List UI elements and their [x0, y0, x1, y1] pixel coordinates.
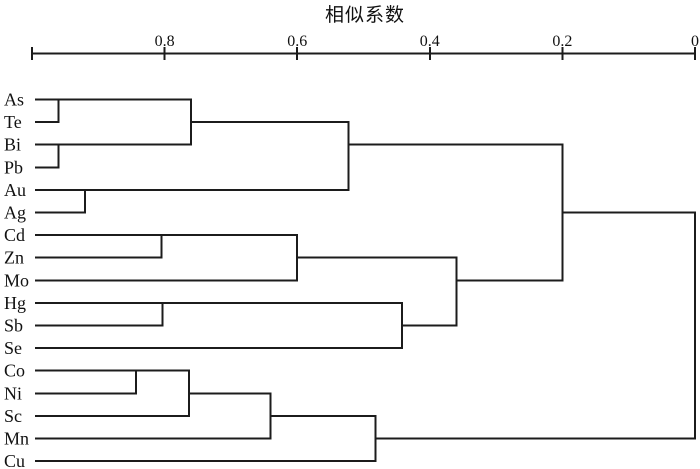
axis-tick-label-0: 0 [691, 33, 699, 50]
leaf-label-Te: Te [4, 112, 22, 132]
leaf-label-As: As [4, 90, 24, 110]
leaf-label-Se: Se [4, 338, 22, 358]
axis-tick-label-0.6: 0.6 [287, 33, 307, 50]
leaf-label-Bi: Bi [4, 135, 21, 155]
axis-tick-label-0.4: 0.4 [420, 33, 440, 50]
leaf-label-Mo: Mo [4, 270, 29, 290]
axis-title: 相似系数 [324, 5, 405, 26]
axis-tick-label-0.2: 0.2 [552, 33, 572, 50]
leaf-label-Cu: Cu [4, 451, 25, 469]
leaf-label-Cd: Cd [4, 225, 25, 245]
leaf-label-Sb: Sb [4, 316, 23, 336]
leaf-label-Ag: Ag [4, 203, 26, 223]
leaf-label-Hg: Hg [4, 293, 26, 313]
leaf-label-Ni: Ni [4, 383, 22, 403]
leaf-label-Au: Au [4, 180, 26, 200]
leaf-label-Zn: Zn [4, 248, 24, 268]
leaf-label-Sc: Sc [4, 406, 22, 426]
leaf-label-Pb: Pb [4, 157, 23, 177]
leaf-label-Mn: Mn [4, 429, 29, 449]
leaf-label-Co: Co [4, 361, 25, 381]
axis-tick-label-0.8: 0.8 [155, 33, 175, 50]
